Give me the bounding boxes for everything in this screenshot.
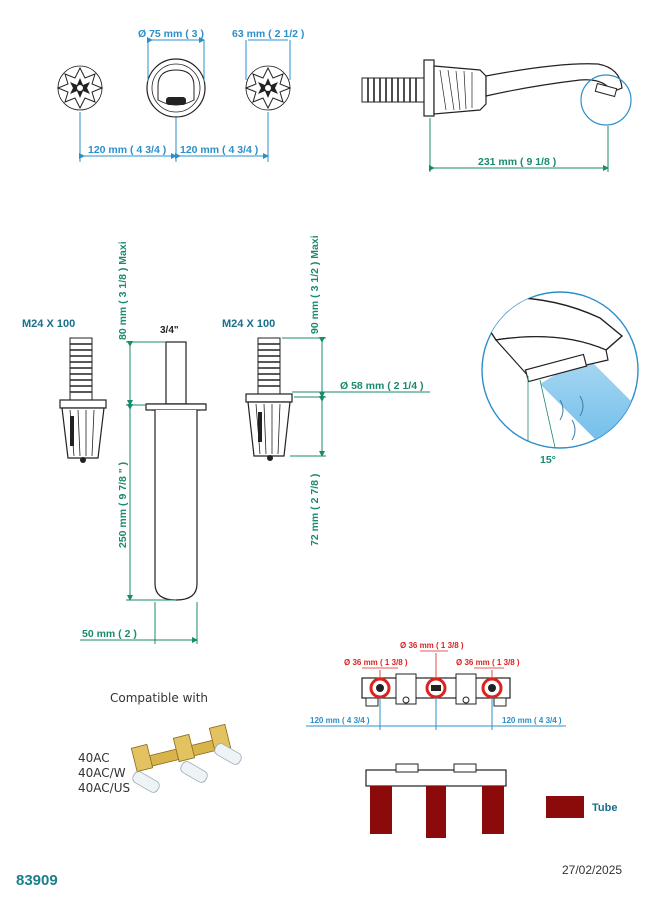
spout-length-label: 231 mm ( 9 1/8 ) — [478, 156, 556, 168]
right-thread-label: M24 X 100 — [222, 318, 275, 330]
rough-spacing-left: 120 mm ( 4 3/4 ) — [310, 716, 370, 725]
aerator-detail: 15° — [481, 291, 639, 466]
right-handle-top-view — [244, 65, 292, 111]
compatible-model-3: 40AC/US — [78, 781, 130, 795]
dia-spout-label: Ø 75 mm ( 3 ) — [138, 28, 204, 40]
rough-in-front-view — [365, 763, 507, 838]
rough-dia-center: Ø 36 mm ( 1 3/8 ) — [400, 641, 464, 650]
spacing-left-label: 120 mm ( 4 3/4 ) — [88, 144, 166, 156]
document-date: 27/02/2025 — [562, 863, 622, 877]
left-handle-top-view — [56, 65, 104, 111]
rough-dia-right: Ø 36 mm ( 1 3/8 ) — [456, 658, 520, 667]
top-view: Ø 75 mm ( 3 ) 63 mm ( 2 1/2 ) 120 mm ( 4… — [56, 28, 304, 162]
left-thread-label: M24 X 100 — [22, 318, 75, 330]
pipe-size-label: 3/4" — [160, 325, 179, 336]
rough-dia-left: Ø 36 mm ( 1 3/8 ) — [344, 658, 408, 667]
max-80-label: 80 mm ( 3 1/8 ) Maxi — [117, 241, 129, 340]
tube-swatch — [546, 796, 584, 818]
rough-in-valve-image — [130, 723, 242, 793]
angle-label: 15° — [540, 454, 556, 466]
tube-legend-label: Tube — [592, 802, 617, 814]
spout-width-label: 50 mm ( 2 ) — [82, 628, 137, 640]
spout-tube-section: 3/4" 80 mm ( 3 1/8 ) Maxi 250 mm ( 9 7/8… — [80, 241, 207, 644]
tube-left — [370, 786, 392, 834]
dia-58-label: Ø 58 mm ( 2 1/4 ) — [340, 380, 423, 392]
right-handle-section: M24 X 100 90 mm ( 3 1/2 ) Maxi 72 mm ( 2… — [222, 235, 430, 546]
tube-right — [482, 786, 504, 834]
compatible-model-1: 40AC — [78, 751, 110, 765]
compatible-title: Compatible with — [110, 691, 208, 705]
dia-handle-label: 63 mm ( 2 1/2 ) — [232, 28, 304, 40]
h-72-label: 72 mm ( 2 7/8 ) — [309, 474, 321, 546]
tube-center — [426, 786, 446, 838]
max-90-label: 90 mm ( 3 1/2 ) Maxi — [309, 235, 321, 334]
dimension-dia-spout: Ø 75 mm ( 3 ) — [138, 28, 205, 82]
spacing-right-label: 120 mm ( 4 3/4 ) — [180, 144, 258, 156]
left-handle-section: M24 X 100 — [22, 318, 107, 463]
rough-in-plan: Ø 36 mm ( 1 3/8 ) Ø 36 mm ( 1 3/8 ) Ø 36… — [306, 641, 566, 730]
compatible-model-2: 40AC/W — [78, 766, 126, 780]
spout-top-view — [146, 58, 206, 118]
legend: Tube — [546, 796, 617, 818]
dimension-dia-handle: 63 mm ( 2 1/2 ) — [232, 28, 304, 80]
rough-spacing-right: 120 mm ( 4 3/4 ) — [502, 716, 562, 725]
reference-number: 83909 — [16, 872, 58, 889]
dimension-spacing-top: 120 mm ( 4 3/4 ) 120 mm ( 4 3/4 ) — [79, 112, 269, 162]
spout-side-view: 231 mm ( 9 1/8 ) — [361, 59, 632, 172]
spout-250-label: 250 mm ( 9 7/8 " ) — [117, 462, 129, 548]
compatible-block: Compatible with 40AC 40AC/W 40AC/US — [78, 691, 242, 795]
